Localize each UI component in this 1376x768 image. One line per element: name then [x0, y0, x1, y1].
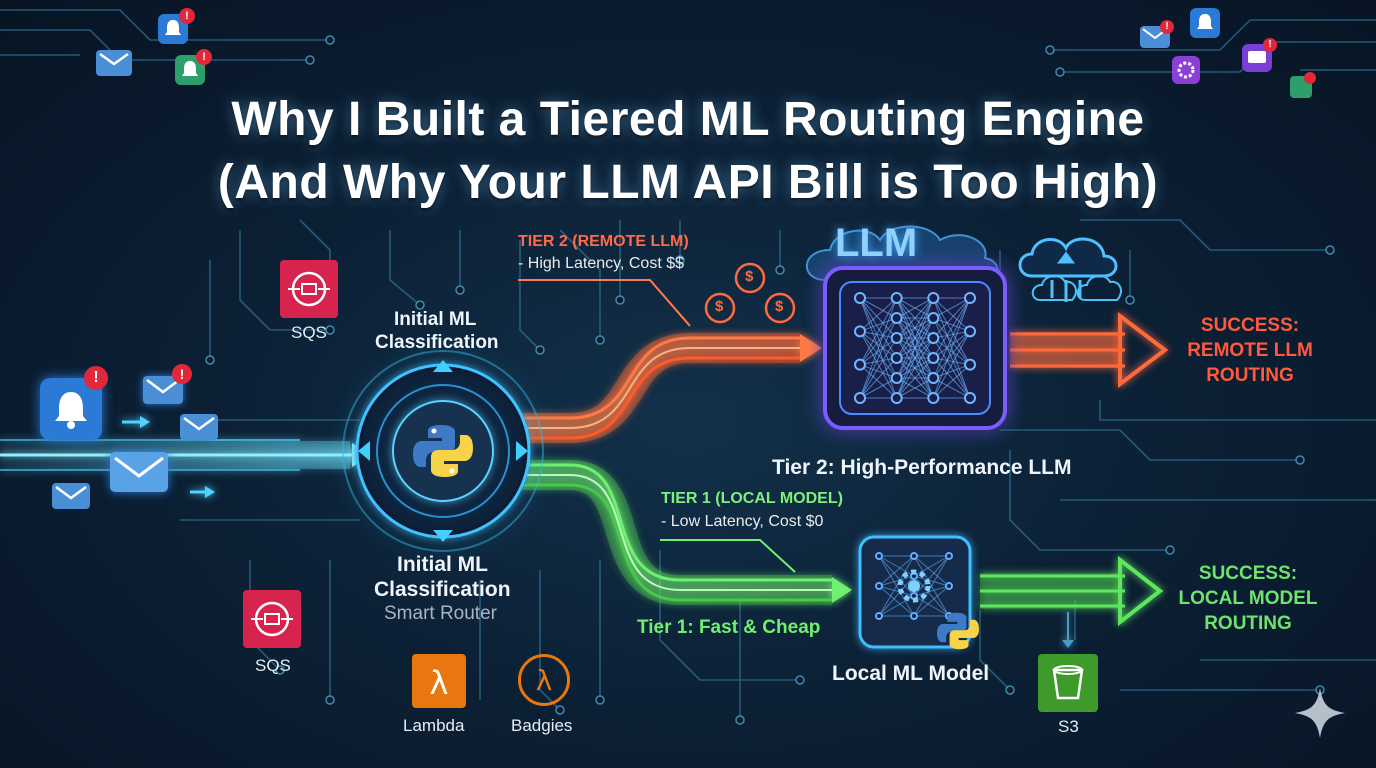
success-line: LOCAL MODEL [1178, 588, 1318, 609]
router-subtitle: Smart Router [384, 603, 497, 624]
notification-badge-icon: ! [172, 364, 192, 384]
network-node [945, 552, 953, 560]
router-top-label-1: Initial ML [394, 309, 477, 330]
gear-icon [1172, 56, 1200, 84]
lambda-icon: λ [412, 654, 466, 708]
network-node [964, 392, 976, 404]
coin-symbol: $ [745, 268, 754, 285]
tier1-path [522, 460, 1164, 648]
tier1-success-label: SUCCESS: LOCAL MODEL ROUTING [1168, 561, 1328, 636]
cloud-icon [1031, 274, 1077, 301]
network-node [964, 358, 976, 371]
svg-text:λ: λ [536, 664, 553, 697]
llm-title: LLM [835, 221, 918, 265]
network-node [890, 332, 903, 344]
success-line: ROUTING [1206, 365, 1294, 386]
network-node [927, 392, 940, 404]
python-logo-icon [413, 425, 473, 477]
success-line: ROUTING [1204, 613, 1292, 634]
network-node [910, 552, 918, 560]
circuit-nodes [205, 35, 1335, 725]
network-node [854, 358, 866, 371]
network-node [890, 352, 903, 364]
svg-text:λ: λ [430, 664, 449, 702]
sqs-bottom-label: SQS [255, 656, 291, 675]
notification-badge-icon: ! [1160, 20, 1174, 34]
network-node [927, 372, 940, 384]
cloud-icon [1076, 274, 1122, 301]
lambda-label: Lambda [403, 716, 465, 735]
network-node [927, 312, 940, 324]
badgies-label: Badgies [511, 716, 573, 735]
router-bottom-label-1: Initial ML [397, 553, 488, 576]
tier2-caption: Tier 2: High-Performance LLM [772, 456, 1072, 479]
s3-label: S3 [1058, 717, 1079, 736]
notification-badge-icon: ! [179, 8, 195, 24]
sqs-top-label: SQS [291, 323, 327, 342]
success-line: REMOTE LLM [1187, 340, 1313, 361]
coin-symbol: $ [715, 298, 724, 315]
network-node [964, 292, 976, 304]
local-model-caption: Local ML Model [832, 662, 990, 685]
cloud-icon [1018, 237, 1118, 302]
tier2-path [520, 311, 1169, 443]
bell-icon [1190, 8, 1220, 38]
gear-icon [897, 569, 931, 603]
network-node [875, 582, 883, 590]
notification-badge-icon: ! [196, 49, 212, 65]
tier1-detail: - Low Latency, Cost $0 [661, 513, 824, 530]
network-node [927, 352, 940, 364]
notification-badge-icon: ! [1263, 38, 1277, 52]
neural-network-icon [854, 292, 976, 404]
mail-icon [96, 50, 132, 76]
local-ml-model-box [858, 535, 972, 649]
sparkle-icon [1295, 688, 1345, 738]
network-node [890, 292, 903, 304]
circuit-traces [0, 9, 1376, 720]
tier2-heading: TIER 2 (REMOTE LLM) [518, 233, 689, 250]
dollar-coin-icon [704, 262, 796, 324]
sqs-icon [280, 260, 338, 318]
network-node [854, 325, 866, 338]
network-node [945, 582, 953, 590]
title-line-1: Why I Built a Tiered ML Routing Engine [231, 93, 1145, 146]
network-node [890, 312, 903, 324]
tier1-path-label: Tier 1: Fast & Cheap [637, 617, 821, 638]
notification-badge-icon [1304, 72, 1316, 84]
network-node [890, 392, 903, 404]
network-node [875, 552, 883, 560]
callout-lines [518, 279, 796, 573]
tier2-detail: - High Latency, Cost $$ [518, 255, 685, 272]
mail-icon [52, 483, 90, 509]
network-node [964, 325, 976, 338]
tier2-success-label: SUCCESS: REMOTE LLM ROUTING [1170, 313, 1330, 388]
notification-badge-icon: ! [84, 366, 108, 390]
network-node [927, 292, 940, 304]
mail-icon [110, 452, 168, 492]
tier1-heading: TIER 1 (LOCAL MODEL) [661, 490, 843, 507]
mail-icon [180, 414, 218, 440]
network-node [910, 612, 918, 620]
title-line-2: (And Why Your LLM API Bill is Too High) [217, 156, 1159, 209]
network-node [854, 392, 866, 404]
coin-symbol: $ [775, 298, 784, 315]
neural-network-icon [875, 552, 953, 620]
success-line: SUCCESS: [1198, 563, 1298, 584]
python-logo-icon [937, 612, 979, 650]
network-node [927, 332, 940, 344]
sqs-icon [243, 590, 301, 648]
router-bottom-label-2: Classification [374, 578, 511, 601]
network-node [890, 372, 903, 384]
success-line: SUCCESS: [1200, 315, 1300, 336]
router-top-label-2: Classification [375, 332, 499, 353]
badgies-icon: λ [518, 654, 570, 706]
s3-bucket-icon [1038, 654, 1098, 712]
network-node [854, 292, 866, 304]
network-node [875, 612, 883, 620]
